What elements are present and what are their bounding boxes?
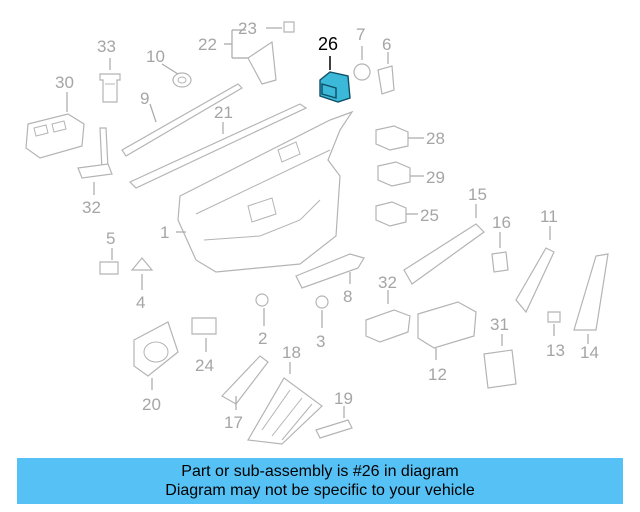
callout-8: 8 (343, 287, 352, 306)
part-28-switch (377, 161, 424, 187)
part-5-clip (99, 248, 119, 275)
part-30-switch (483, 334, 517, 389)
part-18-speaker-grille (247, 362, 323, 445)
callout-6: 6 (382, 35, 391, 54)
callout-9: 9 (140, 89, 149, 108)
callout-30: 31 (490, 315, 509, 334)
callout-18: 18 (282, 343, 301, 362)
callout-32: 32 (82, 198, 101, 217)
part-24-clip (191, 317, 217, 352)
callout-14: 14 (580, 343, 599, 362)
part-13-clip (547, 311, 561, 336)
callout-33: 33 (97, 37, 116, 56)
callout-17: 17 (224, 413, 243, 432)
part-9-weatherstrip (121, 83, 243, 157)
callout-22: 22 (198, 35, 217, 54)
part-33-clip (99, 58, 121, 103)
part-6-bracket (377, 52, 395, 95)
callout-3: 3 (316, 332, 325, 351)
callout-16: 16 (492, 213, 511, 232)
part-7-clip (353, 46, 371, 81)
parts-diagram: 33 30 32 10 9 21 22 23 (25, 19, 609, 445)
callout-24: 24 (195, 356, 214, 375)
callout-5: 5 (106, 229, 115, 248)
part-1-door-trim-panel (176, 110, 354, 273)
callout-12: 12 (428, 365, 447, 384)
part-25-switch (375, 201, 418, 227)
part-17-speaker-grille (221, 355, 269, 410)
part-29-switch-housing (25, 92, 85, 159)
part-15-switch-bezel (403, 204, 485, 285)
callout-27: 28 (426, 129, 445, 148)
info-banner: Part or sub-assembly is #26 in diagram D… (17, 458, 623, 504)
part-12-bracket (417, 301, 477, 360)
part-21-belt-molding (128, 103, 308, 189)
callout-2: 2 (258, 329, 267, 348)
callout-11: 11 (540, 207, 558, 226)
callout-23: 23 (238, 19, 257, 38)
part-19-trim-piece (315, 406, 353, 439)
callout-13: 13 (546, 341, 565, 360)
callout-4: 4 (136, 293, 145, 312)
callout-19: 19 (334, 389, 353, 408)
callout-31: 32 (378, 273, 397, 292)
callout-15: 15 (468, 185, 487, 204)
callout-10: 10 (146, 47, 165, 66)
callout-28: 29 (426, 168, 445, 187)
part-11-pull-handle (515, 226, 555, 314)
part-10-grommet (161, 63, 192, 88)
part-26-switch-highlighted (319, 56, 351, 103)
part-22-23-mirror-cover (224, 21, 295, 85)
part-32-bracket (77, 127, 113, 195)
banner-line-1: Part or sub-assembly is #26 in diagram (181, 463, 459, 480)
part-20-speaker-bracket (133, 321, 179, 390)
part-16-clip (491, 232, 509, 273)
part-3-screw (315, 295, 329, 328)
callout-25: 25 (420, 206, 439, 225)
part-2-screw (255, 293, 269, 326)
callout-1: 1 (160, 223, 169, 242)
callout-26: 26 (318, 34, 338, 54)
banner-line-2: Diagram may not be specific to your vehi… (165, 482, 475, 499)
part-27-switch (375, 125, 424, 151)
part-8-armrest (295, 253, 365, 289)
callout-20: 20 (142, 395, 161, 414)
part-31-switch (365, 290, 411, 343)
callout-7: 7 (356, 25, 365, 44)
part-4-clip (130, 257, 154, 290)
part-14-trim-strip (573, 253, 609, 344)
callout-29: 30 (55, 73, 74, 92)
callout-21: 21 (214, 103, 233, 122)
